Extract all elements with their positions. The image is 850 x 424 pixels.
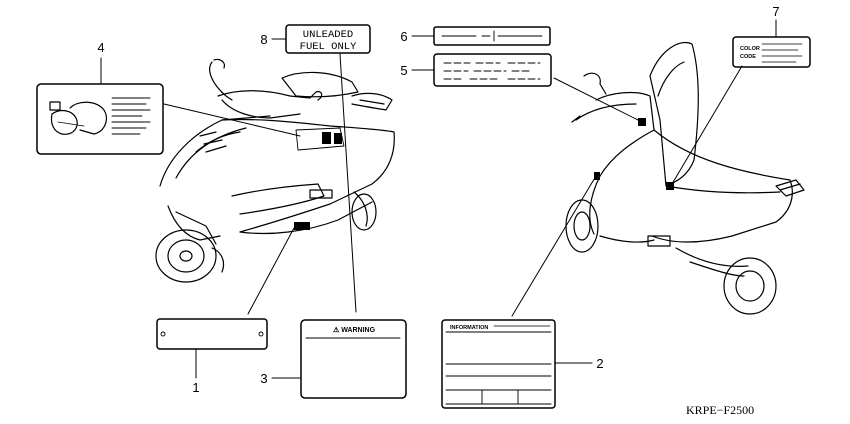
callout-2: 2 <box>596 356 603 371</box>
callout-3: 3 <box>260 371 267 386</box>
label-7-color-code: COLOR CODE <box>732 36 811 68</box>
scooter-rear-view <box>565 42 805 315</box>
callout-6: 6 <box>400 29 407 44</box>
label-4-pictogram-card <box>36 83 164 155</box>
unleaded-line1: UNLEADED <box>303 29 353 41</box>
callout-leaders <box>100 19 777 379</box>
leader-lines <box>163 53 743 317</box>
callout-5: 5 <box>400 63 407 78</box>
label-2-information-card: INFORMATION <box>441 319 556 409</box>
label-3-warning-card: ⚠ WARNING <box>300 319 407 399</box>
diagram-code: KRPE−F2500 <box>686 403 754 417</box>
color-code-line2: CODE <box>740 54 756 60</box>
scooter-front-view <box>155 58 395 283</box>
color-code-line1: COLOR <box>740 46 760 52</box>
label-8-unleaded-fuel: UNLEADED FUEL ONLY <box>285 24 371 54</box>
callout-8: 8 <box>260 32 267 47</box>
callout-1: 1 <box>192 380 199 395</box>
label-1-plate <box>156 318 268 350</box>
callout-4: 4 <box>97 40 104 55</box>
label-5-card <box>433 53 552 87</box>
label-6-strip <box>433 26 551 46</box>
unleaded-line2: FUEL ONLY <box>300 41 357 53</box>
information-title: INFORMATION <box>450 325 488 331</box>
callout-7: 7 <box>772 4 779 19</box>
warning-title: ⚠ WARNING <box>333 326 376 334</box>
